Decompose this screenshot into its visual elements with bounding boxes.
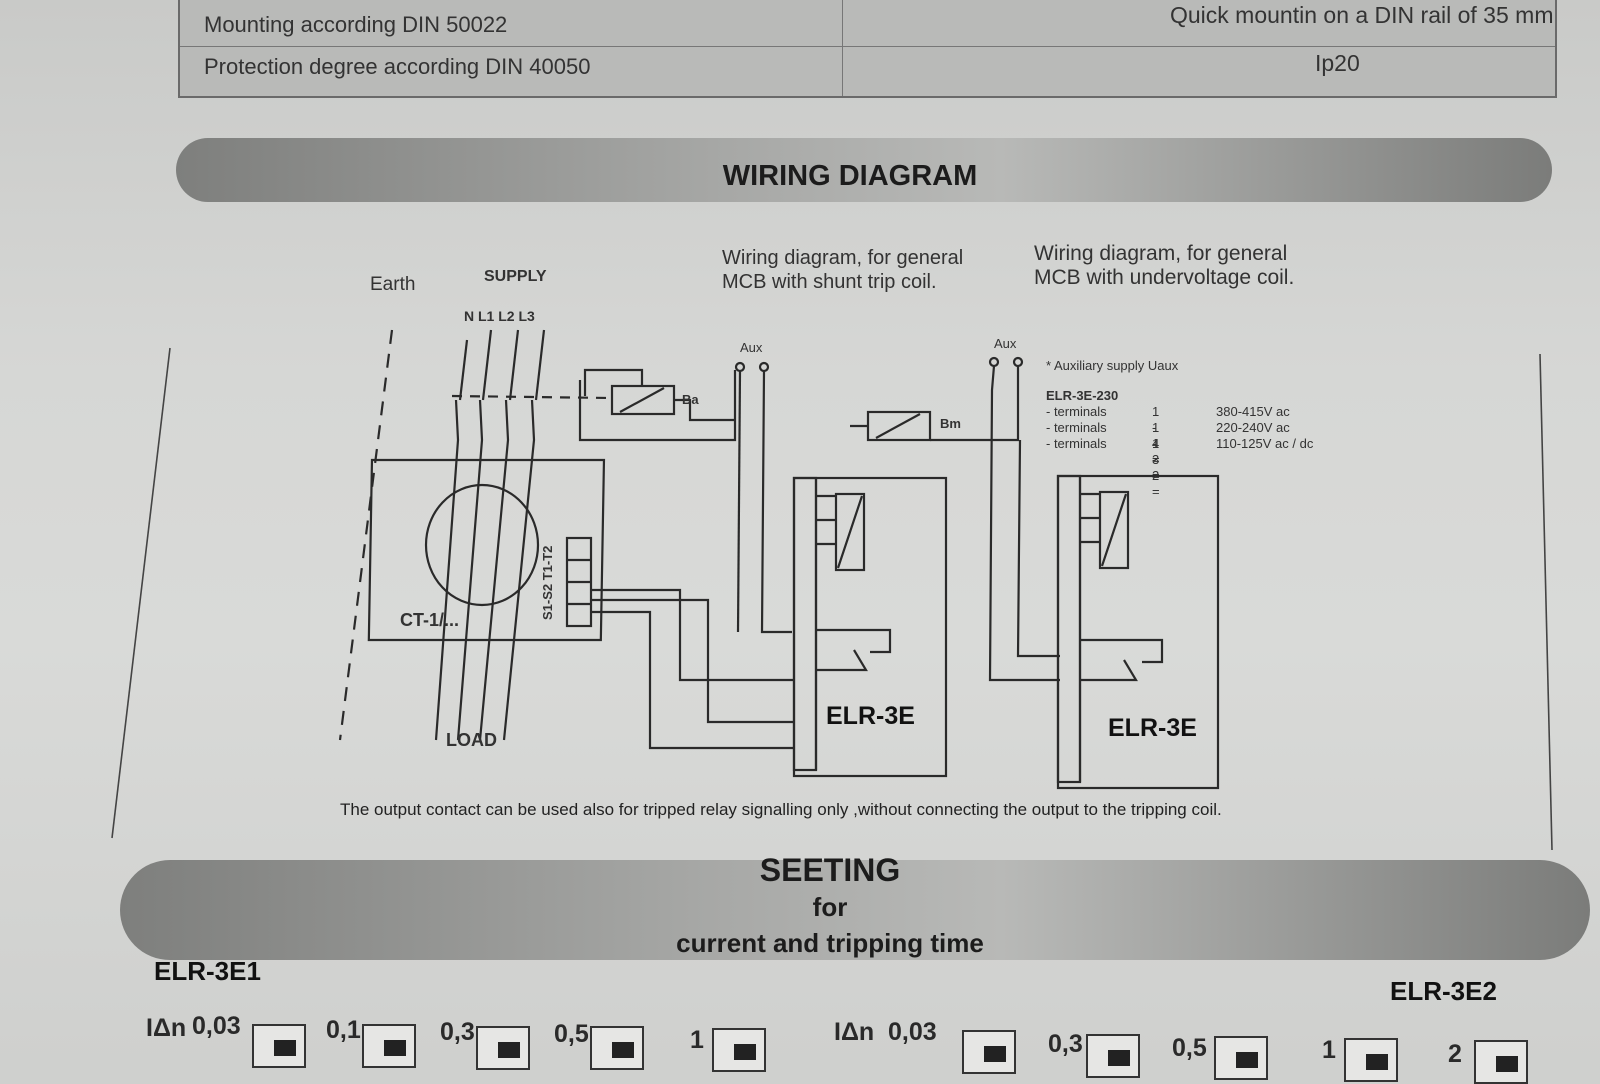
setting-subtitle-for: for <box>812 892 848 922</box>
dip-switch[interactable] <box>1344 1038 1398 1082</box>
wire-aux-2 <box>988 365 1060 682</box>
spec-label: Protection degree according DIN 40050 <box>204 54 591 79</box>
caption-shunt-line1: Wiring diagram, for general <box>722 247 964 269</box>
ct-core <box>424 483 540 607</box>
phase-l3 <box>502 399 536 741</box>
dip-switch[interactable] <box>962 1030 1016 1074</box>
coil-bm-label: Bm <box>940 416 961 431</box>
wiring-title: WIRING DIAGRAM <box>722 160 978 192</box>
relay-2-terminals <box>1056 474 1082 784</box>
wire-ba <box>578 370 737 442</box>
terminal-line-2: - terminals 1 - 3 = 220-240V ac <box>1046 420 1290 483</box>
phase-labels: N L1 L2 L3 <box>464 308 535 324</box>
footnote: The output contact can be used also for … <box>340 800 1222 819</box>
left-value-2: 0,3 <box>440 1018 475 1046</box>
ct-box <box>367 458 606 642</box>
phase-n <box>434 399 460 741</box>
dip-switch[interactable] <box>476 1026 530 1070</box>
relay-1-terminals <box>792 476 818 772</box>
phase-n-top <box>458 339 469 401</box>
right-value-2: 0,5 <box>1172 1034 1207 1062</box>
phase-l2 <box>478 399 510 741</box>
dip-switch[interactable] <box>252 1024 306 1068</box>
spec-row-protection: Protection degree according DIN 40050 Ip… <box>180 46 1555 92</box>
spec-value: Ip20 <box>1315 50 1360 76</box>
right-model-label: ELR-3E2 <box>1390 976 1497 1006</box>
left-idn-label: IΔn <box>146 1014 187 1042</box>
ct-terminal-label: S1-S2 T1-T2 <box>540 545 555 620</box>
terminal-line-1: - terminals 1 - 4 = 380-415V ac <box>1046 404 1290 467</box>
spec-row-mounting: Mounting according DIN 50022 Quick mount… <box>180 0 1555 47</box>
caption-under-line2: MCB with undervoltage coil. <box>1034 266 1295 289</box>
coil-ba-label: Ba <box>682 392 699 407</box>
setting-subtitle: current and tripping time <box>676 928 984 958</box>
right-value-0: 0,03 <box>888 1018 937 1046</box>
caption-undervoltage: Wiring diagram, for general MCB with und… <box>1034 242 1294 290</box>
aux-note: * Auxiliary supply Uaux <box>1046 358 1179 373</box>
spec-value: Quick mountin on a DIN rail of 35 mm <box>1170 2 1554 28</box>
wiring-banner <box>176 138 1552 202</box>
dip-switch[interactable] <box>712 1028 766 1072</box>
relay-1-label: ELR-3E <box>826 702 915 730</box>
right-value-1: 0,3 <box>1048 1030 1083 1058</box>
left-value-1: 0,1 <box>326 1016 361 1044</box>
left-value-0: 0,03 <box>192 1012 241 1040</box>
dip-switch[interactable] <box>362 1024 416 1068</box>
relay-2-label: ELR-3E <box>1108 714 1197 742</box>
spec-table: Mounting according DIN 50022 Quick mount… <box>178 0 1557 98</box>
dip-switch[interactable] <box>1214 1036 1268 1080</box>
dip-switch[interactable] <box>1474 1040 1528 1084</box>
phase-l1 <box>456 399 484 741</box>
left-value-4: 1 <box>690 1026 704 1054</box>
spec-column-divider <box>842 0 843 96</box>
caption-shunt: Wiring diagram, for general MCB with shu… <box>722 246 963 294</box>
aux-label-1: Aux <box>740 340 763 355</box>
load-label: LOAD <box>446 730 497 750</box>
dip-switch[interactable] <box>1086 1034 1140 1078</box>
phase-l3-top <box>534 329 546 401</box>
phase-l2-top <box>508 329 520 401</box>
left-value-3: 0,5 <box>554 1020 589 1048</box>
breaker-link <box>451 394 613 400</box>
caption-shunt-line2: MCB with shunt trip coil. <box>722 271 937 293</box>
aux-label-2: Aux <box>994 336 1017 351</box>
spec-label: Mounting according DIN 50022 <box>204 12 508 37</box>
right-idn-label: IΔn <box>834 1018 875 1046</box>
phase-l1-top <box>481 329 493 401</box>
earth-line <box>338 329 394 741</box>
setting-title: SEETING <box>759 852 901 888</box>
supply-label: SUPPLY <box>484 268 547 285</box>
aux-model: ELR-3E-230 <box>1046 388 1119 403</box>
wire-ct-1 <box>591 588 794 682</box>
caption-under-line1: Wiring diagram, for general <box>1034 242 1288 265</box>
dip-switch[interactable] <box>590 1026 644 1070</box>
setting-banner <box>120 860 1590 960</box>
left-model-label: ELR-3E1 <box>154 956 261 986</box>
terminal-line-3: - terminals 1 - 2 = 110-125V ac / dc <box>1046 436 1314 499</box>
wire-ct-2 <box>591 610 794 750</box>
earth-label: Earth <box>370 274 416 295</box>
ct-label: CT-1/... <box>400 610 460 630</box>
right-value-3: 1 <box>1322 1036 1336 1064</box>
right-value-4: 2 <box>1448 1040 1462 1068</box>
